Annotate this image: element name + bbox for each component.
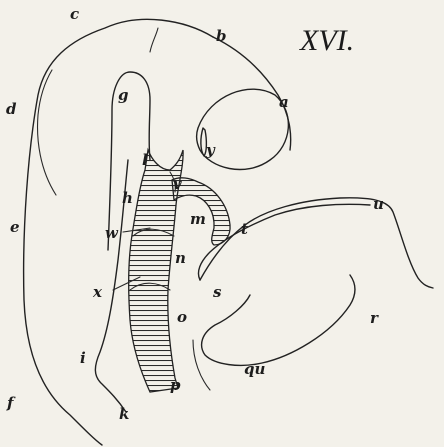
- label-w: w: [105, 224, 119, 242]
- label-v: v: [173, 175, 182, 193]
- label-s: s: [213, 283, 222, 301]
- label-t: t: [241, 220, 248, 238]
- label-n: n: [175, 249, 186, 267]
- outer-body-outline: [24, 19, 213, 445]
- figure-title: XVI.: [299, 24, 354, 57]
- label-c: c: [70, 5, 79, 23]
- label-k: k: [119, 405, 129, 423]
- label-m: m: [190, 210, 206, 228]
- label-p: p: [170, 376, 181, 394]
- label-i: i: [80, 349, 86, 367]
- label-f: f: [6, 394, 16, 412]
- label-e: e: [10, 218, 20, 236]
- lower-loop: [202, 275, 355, 365]
- label-l: l: [142, 151, 148, 169]
- label-d: d: [6, 100, 17, 118]
- label-b: b: [216, 27, 227, 45]
- label-x: x: [92, 283, 103, 301]
- label-o: o: [177, 308, 187, 326]
- label-u: u: [373, 195, 384, 213]
- label-y: y: [205, 141, 216, 159]
- label-qu: qu: [244, 360, 265, 378]
- inner-body-line: [38, 70, 56, 195]
- crown-fold-line: [150, 28, 158, 52]
- label-h: h: [122, 189, 133, 207]
- tail-loop-outer: [200, 198, 433, 288]
- label-r: r: [370, 309, 379, 327]
- label-a: a: [279, 93, 289, 111]
- label-g: g: [118, 86, 129, 104]
